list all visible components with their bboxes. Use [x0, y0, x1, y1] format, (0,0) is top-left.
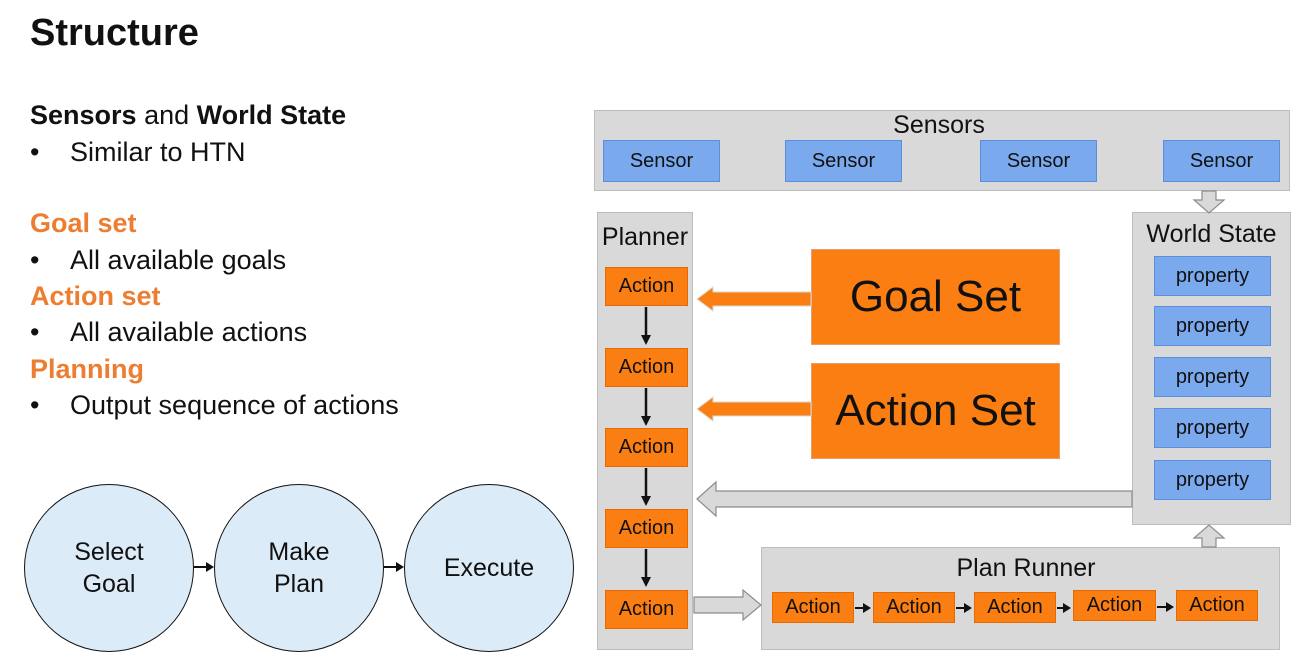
action-label: Action [1086, 594, 1143, 616]
planner-down-arrow [641, 416, 651, 426]
sensors-bullet: • Similar to HTN [30, 137, 246, 168]
property-label: property [1175, 314, 1250, 337]
property-box: property [1154, 460, 1271, 500]
runner-arrow [1166, 602, 1174, 612]
planner-down-arrow [641, 496, 651, 506]
action-set-box: Action Set [811, 363, 1060, 459]
sensors-to-world-state-arrow [1192, 190, 1226, 214]
action-label: Action [987, 596, 1043, 618]
sensor-box: Sensor [980, 140, 1097, 182]
sensor-box: Sensor [603, 140, 720, 182]
planner-down-arrow [641, 577, 651, 587]
runner-arrow [964, 603, 972, 613]
bullet-text: Similar to HTN [70, 137, 246, 167]
and-word: and [136, 100, 197, 130]
make-plan-circle: Make Plan [214, 484, 384, 652]
bullet-text: Output sequence of actions [70, 390, 399, 420]
action-set-heading: Action set [30, 281, 161, 311]
planning-bullet: • Output sequence of actions [30, 390, 399, 421]
sensor-label: Sensor [1006, 149, 1071, 172]
goal-set-arrow [696, 286, 812, 312]
action-label: Action [618, 517, 675, 539]
sensors-term: Sensors [30, 100, 137, 130]
action-set-bullet: • All available actions [30, 317, 307, 348]
property-box: property [1154, 306, 1271, 346]
sensor-label: Sensor [629, 149, 694, 172]
sensors-world-state-heading: Sensors and World State [30, 100, 346, 131]
property-label: property [1175, 468, 1250, 491]
goal-set-bullet: • All available goals [30, 245, 286, 276]
bullet-text: All available goals [70, 245, 287, 275]
property-label: property [1175, 264, 1250, 287]
runner-action-5: Action [1176, 590, 1258, 621]
sensors-panel-title: Sensors [893, 111, 985, 139]
sensor-label: Sensor [1189, 149, 1254, 172]
world-state-title: World State [1146, 220, 1277, 248]
runner-action-2: Action [873, 592, 955, 623]
world-state-to-planner-arrow [696, 480, 1133, 518]
property-box: property [1154, 256, 1271, 296]
planner-action-3: Action [605, 428, 688, 467]
property-box: property [1154, 408, 1271, 448]
goal-set-heading: Goal set [30, 208, 137, 238]
sensor-box: Sensor [1163, 140, 1280, 182]
action-label: Action [618, 436, 675, 458]
action-label: Action [618, 356, 675, 378]
runner-action-3: Action [974, 592, 1056, 623]
action-label: Action [886, 596, 942, 618]
bullet-icon: • [30, 390, 40, 420]
runner-arrow [1063, 603, 1071, 613]
property-label: property [1175, 365, 1250, 388]
runner-arrow [863, 603, 871, 613]
action-label: Action [1189, 594, 1245, 616]
execute-label: Execute [443, 554, 535, 582]
planning-heading: Planning [30, 354, 144, 384]
planner-action-1: Action [605, 267, 688, 306]
action-set-arrow [696, 396, 812, 422]
sensor-box: Sensor [785, 140, 902, 182]
planner-action-5: Action [605, 590, 688, 629]
action-label: Action [618, 275, 675, 297]
make-plan-label: Make Plan [268, 538, 330, 598]
bullet-icon: • [30, 137, 40, 167]
action-label: Action [785, 596, 841, 618]
planner-down-arrow [641, 335, 651, 345]
bullet-icon: • [30, 317, 40, 347]
plan-runner-title: Plan Runner [956, 554, 1096, 582]
select-goal-label: Select Goal [74, 538, 144, 598]
bullet-icon: • [30, 245, 40, 275]
goal-set-label: Goal Set [849, 272, 1022, 321]
property-label: property [1175, 416, 1250, 439]
execute-circle: Execute [404, 484, 574, 652]
select-goal-circle: Select Goal [24, 484, 194, 652]
flow-arrows [194, 562, 404, 572]
action-set-label: Action Set [835, 386, 1036, 435]
goal-set-box: Goal Set [811, 249, 1060, 345]
sensor-label: Sensor [811, 149, 876, 172]
property-box: property [1154, 357, 1271, 397]
world-state-term: World State [196, 100, 347, 130]
planner-panel-title: Planner [601, 223, 689, 251]
bullet-text: All available actions [70, 317, 308, 347]
action-label: Action [618, 598, 675, 620]
runner-to-world-state-arrow [1192, 524, 1226, 548]
planner-action-4: Action [605, 509, 688, 548]
page-title: Structure [30, 12, 199, 54]
planner-to-runner-arrow [693, 588, 762, 622]
runner-action-4: Action [1073, 590, 1156, 621]
planner-action-2: Action [605, 348, 688, 387]
runner-action-1: Action [772, 592, 854, 623]
